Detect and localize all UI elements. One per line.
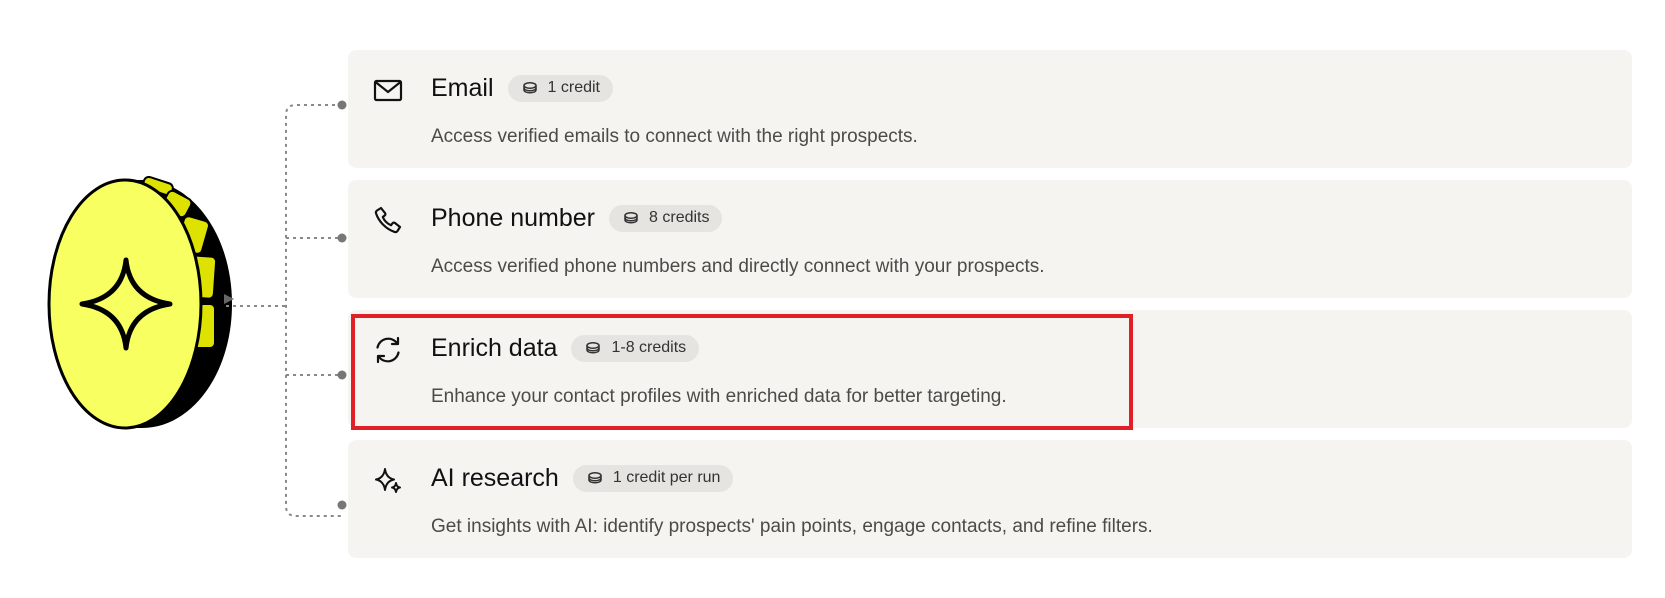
card-title: Phone number xyxy=(431,204,596,232)
ai-research-card: AI research 1 credit per run Get insight… xyxy=(348,440,1632,558)
coins-icon xyxy=(586,341,601,354)
credit-badge: 1 credit xyxy=(507,74,613,102)
coin-sparkle-icon xyxy=(47,175,234,430)
card-description: Access verified emails to connect with t… xyxy=(431,126,918,147)
phone-icon xyxy=(372,204,404,236)
credit-coin-illustration xyxy=(46,175,236,436)
credit-badge-label: 8 credits xyxy=(649,209,710,226)
coins-icon xyxy=(522,81,537,94)
card-description: Access verified phone numbers and direct… xyxy=(431,256,1045,277)
card-title: Enrich data xyxy=(431,334,558,362)
coins-icon xyxy=(588,471,602,484)
credit-badge: 1 credit per run xyxy=(572,464,734,492)
credit-badge-label: 1-8 credits xyxy=(611,339,687,356)
card-title: Email xyxy=(431,74,494,102)
credit-badge-label: 1 credit xyxy=(547,79,600,96)
email-card: Email 1 credit Access verified emails to… xyxy=(348,50,1632,168)
phone-number-card: Phone number 8 credits Access verified p… xyxy=(348,180,1632,298)
mail-icon xyxy=(372,74,404,106)
coins-icon xyxy=(624,211,638,224)
connector-lines xyxy=(226,100,347,517)
refresh-icon xyxy=(372,334,404,366)
card-title: AI research xyxy=(431,464,559,492)
card-description: Get insights with AI: identify prospects… xyxy=(431,516,1153,537)
credit-badge: 1-8 credits xyxy=(571,334,700,362)
card-description: Enhance your contact profiles with enric… xyxy=(431,386,1007,407)
sparkles-icon xyxy=(372,464,404,496)
credit-badge: 8 credits xyxy=(609,204,723,232)
enrich-data-card: Enrich data 1-8 credits Enhance your con… xyxy=(348,310,1632,428)
credit-badge-label: 1 credit per run xyxy=(612,469,721,486)
